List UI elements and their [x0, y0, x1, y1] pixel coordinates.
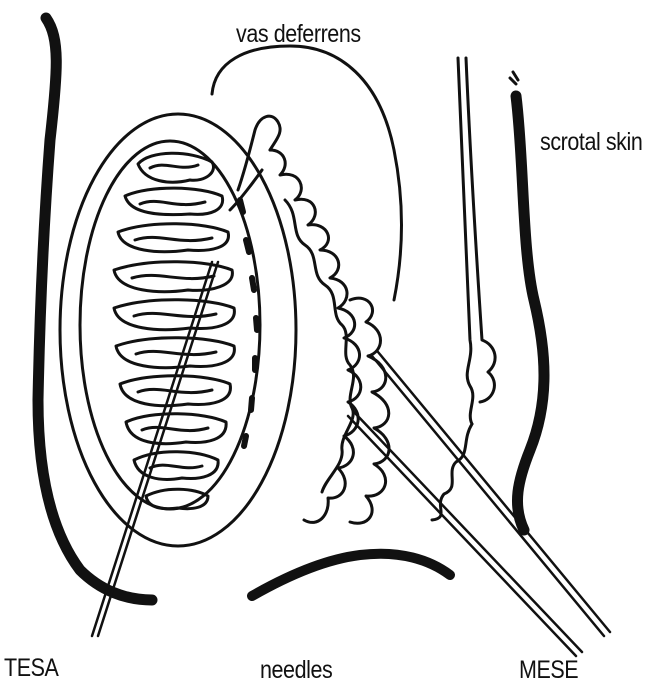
lower-skin-fold: [252, 554, 450, 596]
seminiferous-lobules: [114, 153, 234, 508]
tesa-needle: [92, 262, 218, 636]
right-scrotal-wall: [516, 96, 544, 530]
mese-label: MESE: [519, 656, 578, 685]
tunica-outline: [212, 46, 402, 300]
scrotal-skin-label: scrotal skin: [540, 128, 642, 157]
spermatic-cord-coils: [432, 424, 472, 520]
right-scrotal-wall-tip: [510, 72, 518, 84]
needles-label: needles: [260, 656, 332, 685]
left-scrotal-wall: [38, 18, 152, 600]
tesa-label: TESA: [4, 654, 58, 683]
testis-inner-outline: [80, 141, 260, 509]
spermatic-cord-left: [458, 58, 473, 424]
vas-deferens-lower: [230, 170, 262, 210]
vas-deferrens-label: vas deferrens: [236, 20, 361, 49]
